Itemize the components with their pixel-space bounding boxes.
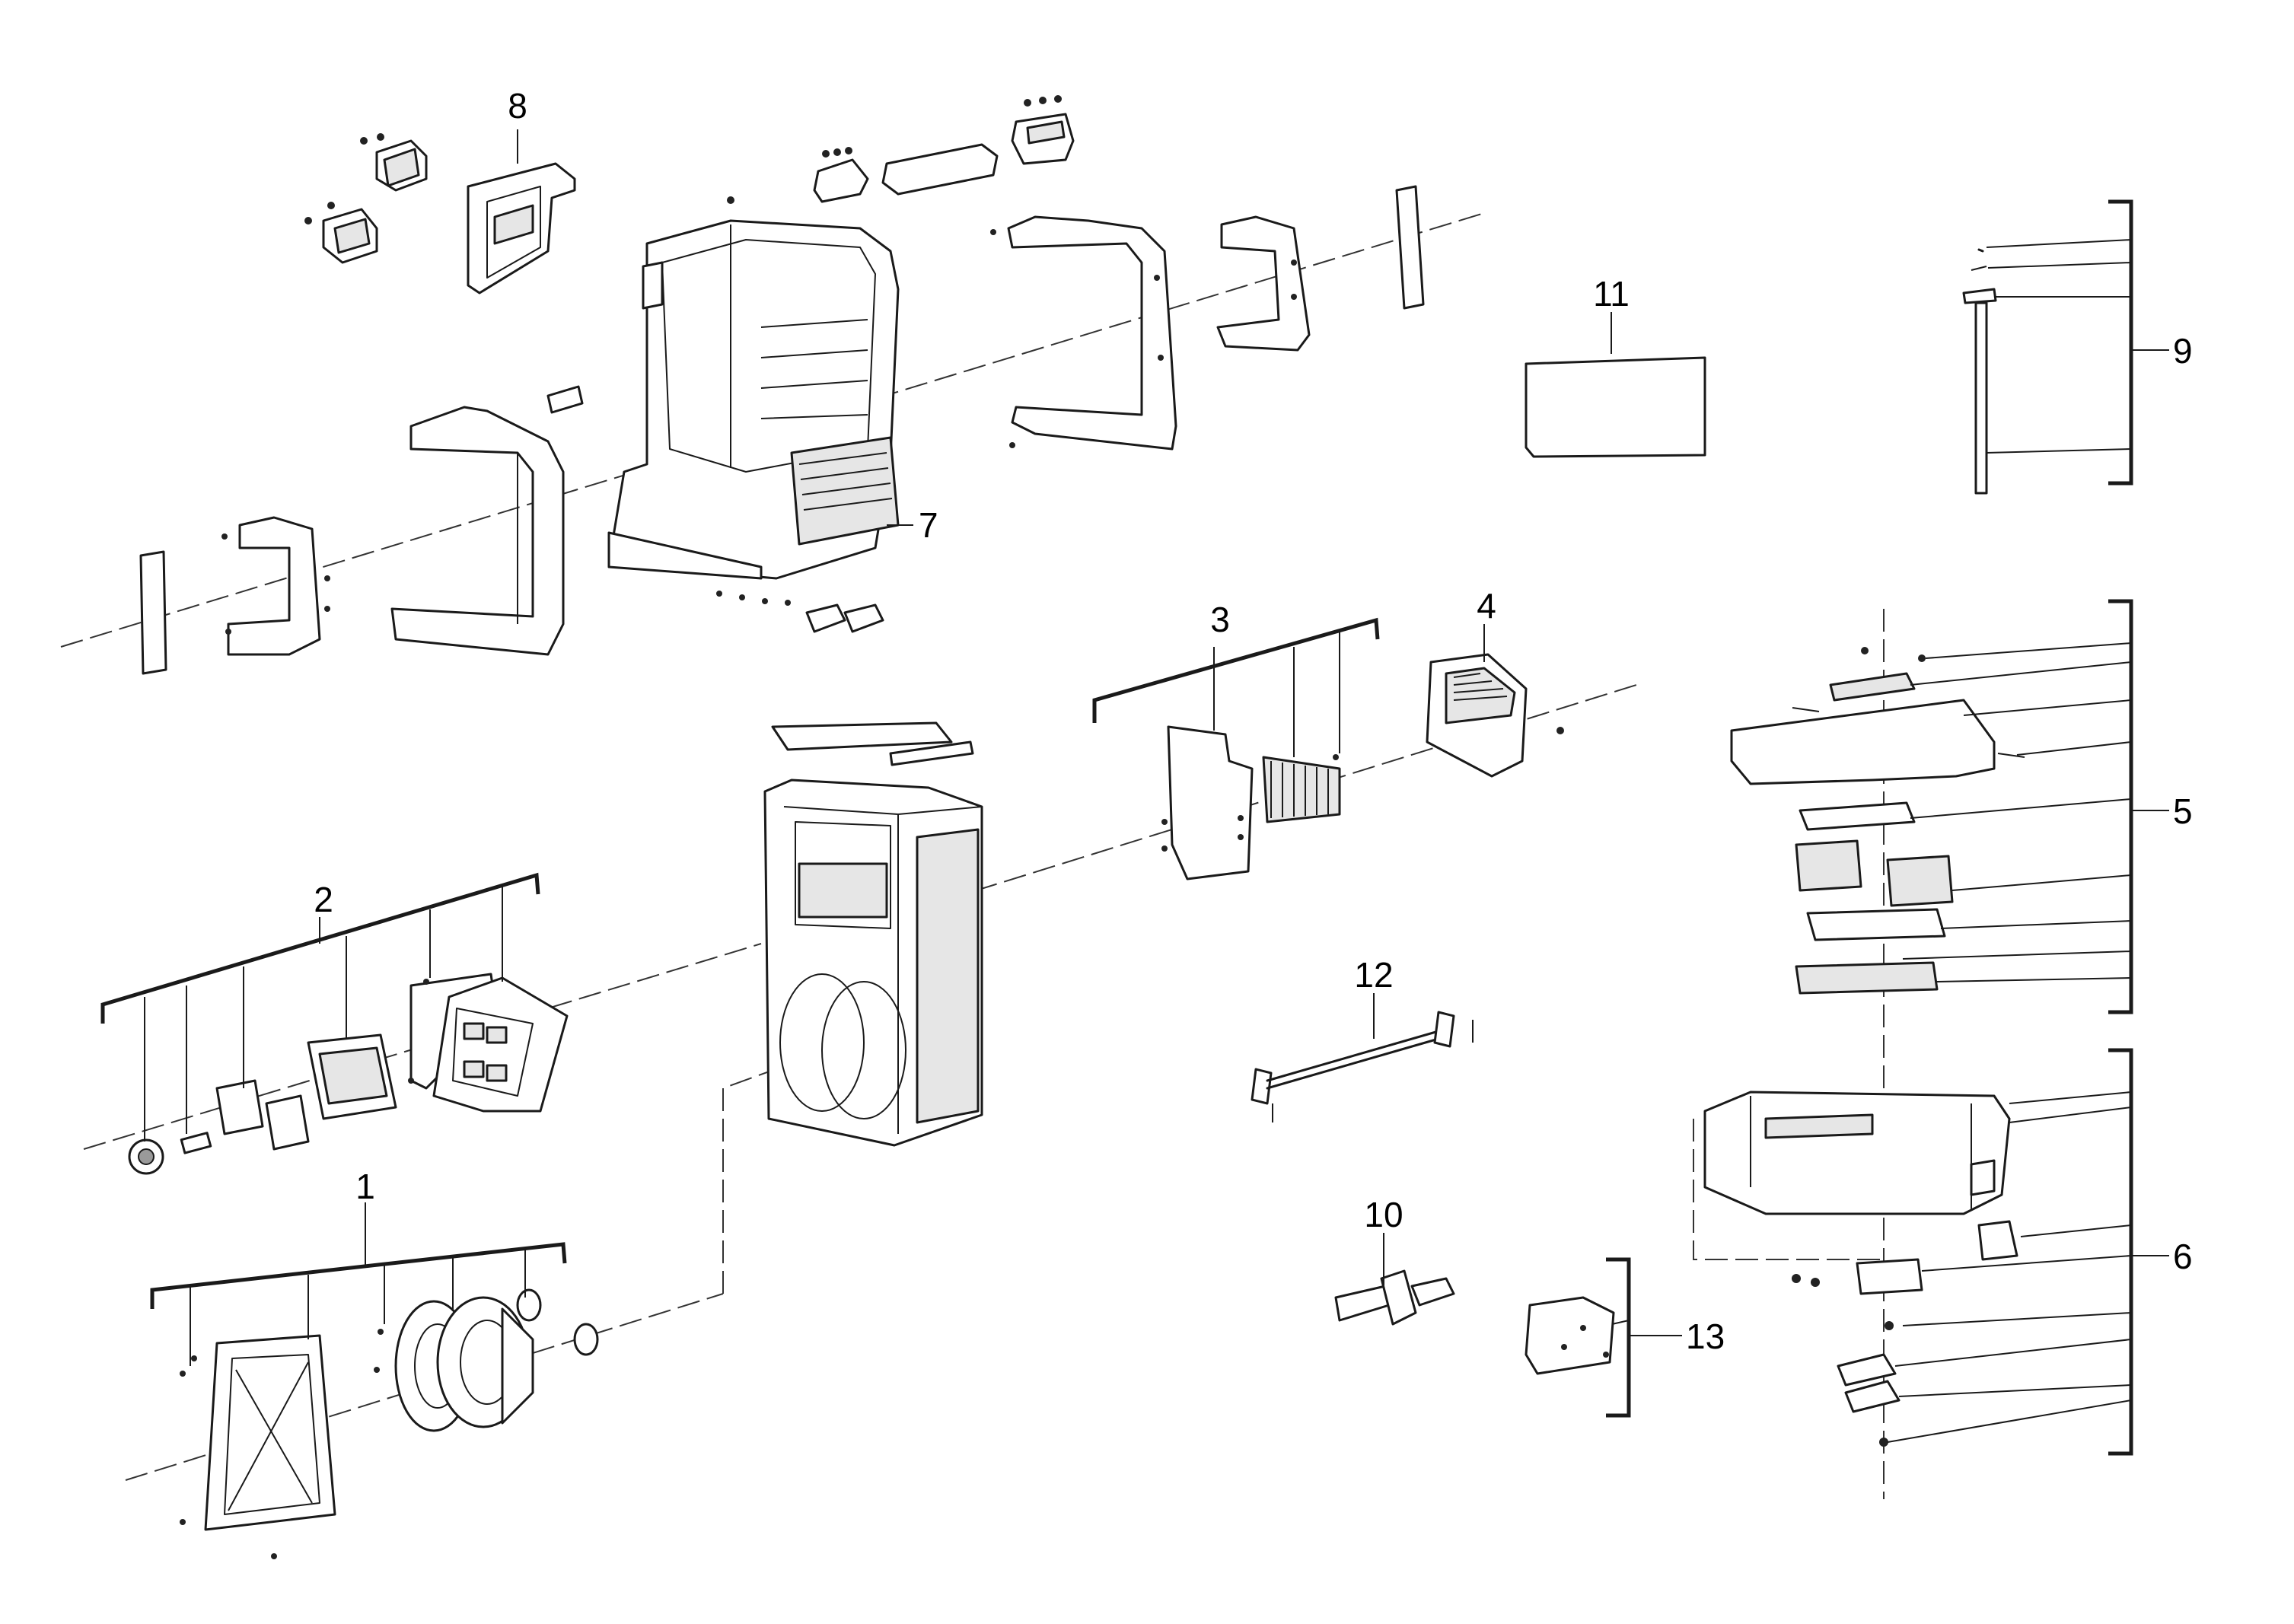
callout-label-11: 11 [1593,274,1630,314]
callout-13-annotation [1606,1257,1682,1418]
callout-label-9: 9 [2173,331,2193,371]
callout-label-12: 12 [1354,955,1393,995]
callout-5-annotation [1902,599,2169,1014]
part-3-group [1161,725,1341,880]
part-5-group [1730,647,2025,995]
callout-label-13: 13 [1686,1317,1725,1356]
callout-2-annotation [100,872,540,1142]
callout-1-annotation [150,1202,567,1366]
callout-6-annotation [1887,1048,2169,1456]
callout-label-4: 4 [1477,586,1496,626]
part-6-group [1703,1091,2018,1447]
part-7-group [607,196,900,633]
part-10-plug [1334,1269,1455,1326]
part-8-group [304,133,584,414]
callout-label-8: 8 [508,86,527,126]
part-12-cable [1251,1011,1474,1122]
part-4-group [1426,653,1564,778]
part-11-label-sticker [1525,356,1706,458]
part-13-board [1525,1296,1615,1375]
part-1-group [180,1288,599,1559]
left-handle-parts [139,406,565,675]
callout-label-7: 7 [919,505,938,545]
top-small-parts [813,95,1075,203]
callout-label-10: 10 [1364,1195,1403,1234]
callout-label-2: 2 [314,880,333,919]
callout-label-1: 1 [355,1167,375,1206]
part-9-group [1962,248,1997,495]
callout-9-annotation [1986,199,2169,486]
callout-label-3: 3 [1210,600,1230,639]
part-2-group [128,973,569,1175]
main-enclosure [763,721,983,1147]
right-handle-parts [990,185,1425,451]
callout-label-5: 5 [2173,791,2193,831]
callout-label-6: 6 [2173,1237,2193,1276]
callout-3-annotation [1092,617,1380,757]
